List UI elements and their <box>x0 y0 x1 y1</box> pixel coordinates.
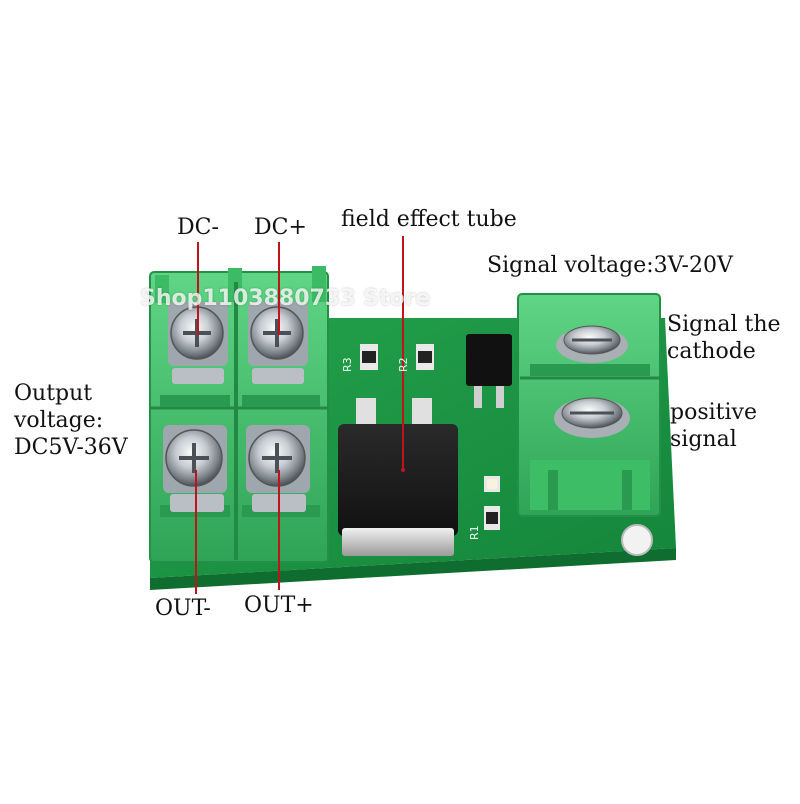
label-positive-signal: positive signal <box>670 400 757 452</box>
label-dc-minus: DC- <box>177 215 219 240</box>
mounting-hole <box>621 524 653 556</box>
screw-signal-cathode <box>556 325 628 363</box>
silkscreen-r1: R1 <box>468 525 481 540</box>
label-dc-plus: DC+ <box>254 215 307 240</box>
silkscreen-r3: R3 <box>341 357 354 372</box>
screw-out-minus <box>163 425 227 512</box>
resistor-r1 <box>484 506 500 530</box>
label-out-minus: OUT- <box>155 596 211 621</box>
silkscreen-r2: R2 <box>397 357 410 372</box>
resistor-r2 <box>416 344 434 370</box>
fet-pad <box>356 398 376 424</box>
store-watermark: Shop1103880733 Store <box>140 286 431 311</box>
screw-out-plus <box>246 425 310 512</box>
label-signal-cathode: Signal the cathode <box>667 312 781 364</box>
label-signal-voltage: Signal voltage:3V-20V <box>487 253 733 278</box>
fet-pad <box>412 398 432 424</box>
mosfet-chip <box>338 424 458 556</box>
optocoupler-chip <box>466 334 512 408</box>
led-indicator <box>484 476 500 492</box>
screw-dc-plus <box>248 302 308 384</box>
pointer-lines <box>195 236 404 594</box>
label-field-effect-tube: field effect tube <box>341 207 517 232</box>
label-out-plus: OUT+ <box>244 593 314 618</box>
screw-positive-signal <box>554 397 630 438</box>
label-output-voltage: Output voltage: DC5V-36V <box>14 381 128 460</box>
resistor-r3 <box>360 344 378 370</box>
